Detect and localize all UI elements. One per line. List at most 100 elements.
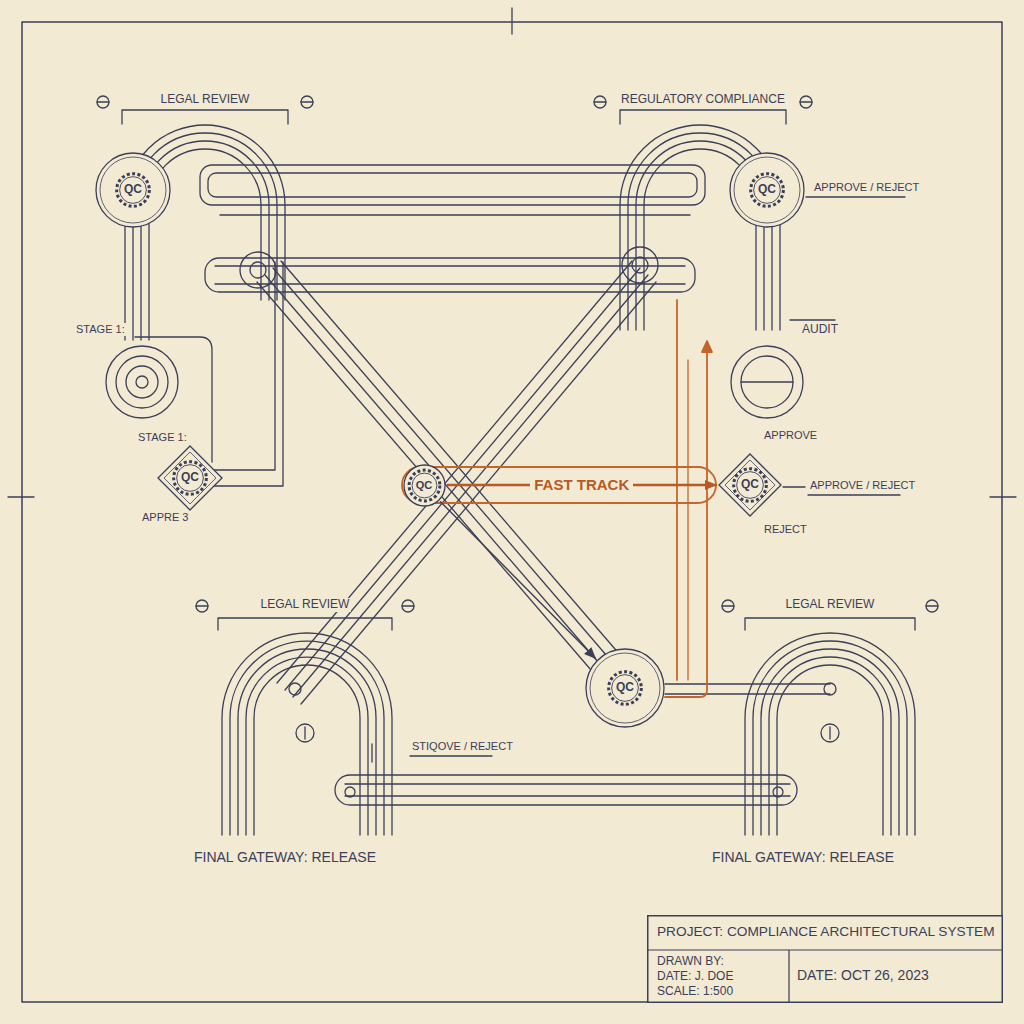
fast-track-route-part <box>665 352 707 697</box>
section-bracket-part <box>196 605 208 606</box>
node-label: QC <box>616 681 634 695</box>
section-bracket-part <box>926 605 938 606</box>
pipe-bundle-part <box>345 784 790 796</box>
diamond-border <box>719 454 781 516</box>
title-block-text: SCALE: 1:500 <box>657 985 733 999</box>
section-label: APPROVE / REJECT <box>812 181 921 194</box>
leader-line-part <box>790 319 835 320</box>
diamond-inner-border <box>164 452 216 504</box>
pipe-arch-part <box>230 641 384 835</box>
leader-line-part <box>806 196 905 197</box>
pipe-arch <box>125 125 915 835</box>
pipe-bundle-part <box>665 684 830 694</box>
flow-connector <box>441 502 596 659</box>
circle-border <box>730 153 804 227</box>
node-label: QC <box>741 478 759 492</box>
junction-circle <box>240 247 658 288</box>
fast-track-route <box>402 300 716 697</box>
title-block-divider <box>647 950 1003 1003</box>
pipe-arch-part <box>761 649 899 835</box>
diamond-inner-border <box>725 460 775 510</box>
section-label: AUDIT <box>800 323 840 337</box>
section-label: STIQOVE / REJECT <box>410 740 515 753</box>
section-bracket-part <box>97 101 109 102</box>
pipe-arch-part <box>246 657 368 835</box>
section-bracket-part <box>800 96 812 108</box>
section-bracket-part <box>402 605 414 606</box>
section-label: STAGE 1: <box>136 431 189 444</box>
qc-decision-diamond: QC <box>718 453 782 517</box>
pipe-bundle-part <box>205 262 283 486</box>
pipe-bundle-part <box>220 214 690 215</box>
pipe-arch-part <box>753 641 907 835</box>
title-block-border <box>648 916 1003 1003</box>
section-bracket-part <box>122 110 288 124</box>
audit-circle-part <box>731 346 803 418</box>
section-label: APPROVE <box>762 429 819 442</box>
qc-decision-diamond: QC <box>157 445 223 511</box>
section-bracket-part <box>722 600 734 612</box>
audit-circle <box>731 346 803 418</box>
section-bracket-part <box>926 600 938 612</box>
section-bracket-part <box>594 96 606 108</box>
section-bracket-part <box>620 110 786 124</box>
qc-gear-node: QC <box>585 648 665 728</box>
diagonal-bundle-part <box>285 268 640 690</box>
node-label: QC <box>758 183 776 197</box>
pipe-arch-part <box>254 665 360 835</box>
section-bracket-part <box>722 605 734 606</box>
pipe-arch-part <box>238 649 376 835</box>
gear-teeth <box>609 672 642 705</box>
section-label: STAGE 1: <box>74 323 127 336</box>
section-bracket-part <box>594 101 606 102</box>
node-label: QC <box>416 479 433 492</box>
section-bracket-part <box>402 600 414 612</box>
section-bracket-part <box>196 600 208 612</box>
gear-hub <box>120 177 147 204</box>
pipe-bundle-part <box>345 787 355 797</box>
small-gauge-part <box>829 727 830 739</box>
audit-circle-part <box>741 381 793 382</box>
stage-circle-part <box>106 346 178 418</box>
gear-hub <box>737 472 764 499</box>
fast-track-route-part <box>676 300 678 680</box>
diagonal-bundle <box>257 261 656 704</box>
small-gauge-part <box>304 727 305 739</box>
section-label: REGULATORY COMPLIANCE <box>619 93 787 107</box>
pipe-arch-part <box>777 665 883 835</box>
stage-circle-part <box>136 376 148 388</box>
circle-border <box>96 153 170 227</box>
gear-teeth <box>117 174 150 207</box>
fast-track-route-part <box>687 360 688 680</box>
circle-border <box>586 649 664 727</box>
stage-circle-part <box>116 356 168 408</box>
stage-circle <box>106 346 178 418</box>
stage-circle-part <box>126 366 158 398</box>
gateway-label: FINAL GATEWAY: RELEASE <box>710 849 896 865</box>
section-label: REJECT <box>762 523 809 536</box>
junction-circle-part <box>632 257 648 273</box>
qc-gear-node: QC <box>729 152 805 228</box>
section-label: LEGAL REVIEW <box>259 598 352 612</box>
pipe-bundle-part <box>773 787 783 797</box>
audit-circle-part <box>741 356 793 408</box>
circle-border <box>404 465 445 506</box>
section-label: APPROVE / REJECT <box>808 479 917 492</box>
section-bracket-part <box>218 618 392 630</box>
diagonal-bundle-part <box>301 282 656 704</box>
title-block: PROJECT: COMPLIANCE ARCHITECTURAL SYSTEM… <box>647 915 1003 1003</box>
section-bracket-part <box>800 101 812 102</box>
node-label: QC <box>181 471 199 485</box>
section-label: APPRE 3 <box>140 511 190 524</box>
fast-track-route-part <box>702 341 712 352</box>
fast-track-route-part <box>402 467 716 503</box>
gear-teeth <box>174 462 207 495</box>
section-bracket-part <box>745 618 915 630</box>
diagonal-bundle-part <box>277 261 632 683</box>
node-label: QC <box>124 183 142 197</box>
qc-gear-node: QC <box>95 152 171 228</box>
drawing-frame-part <box>8 8 1016 497</box>
drawing-frame <box>8 8 1016 1002</box>
circle-inner-ring <box>100 157 166 223</box>
